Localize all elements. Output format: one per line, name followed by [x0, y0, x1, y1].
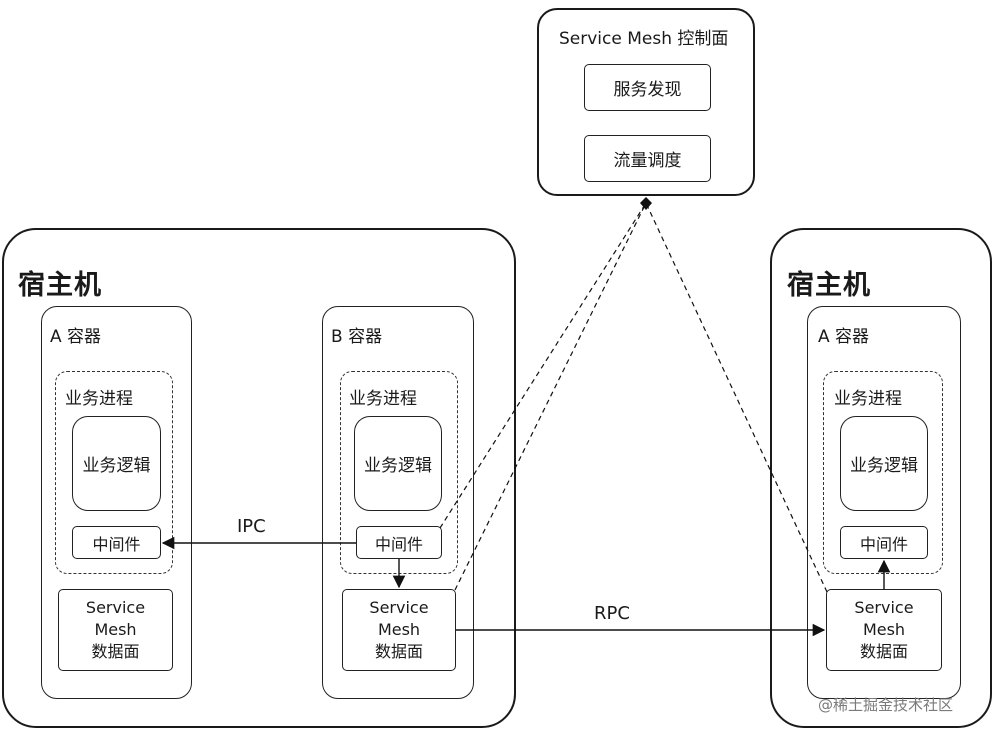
container-b-title: B 容器: [331, 327, 383, 347]
traffic-scheduling-box: 流量调度: [584, 135, 711, 182]
container-b-box: [322, 306, 474, 699]
data-plane-a-left-line3: 数据面: [91, 642, 140, 661]
host-right-box: [770, 228, 992, 728]
process-b-title: 业务进程: [349, 389, 417, 409]
data-plane-b-line2: Mesh: [377, 620, 421, 639]
logic-a-right-box: 业务逻辑: [840, 416, 928, 511]
process-a-right-box: [823, 371, 943, 574]
data-plane-a-right-line2: Mesh: [862, 620, 906, 639]
logic-a-left-box: 业务逻辑: [72, 416, 161, 511]
control-plane-box: [537, 8, 755, 196]
control-link-b-dataplane: [454, 202, 647, 591]
host-right-title: 宿主机: [787, 270, 871, 301]
host-left-box: [2, 228, 516, 728]
middleware-b-box: 中间件: [356, 526, 442, 559]
ipc-label: IPC: [237, 516, 266, 537]
logic-b-box: 业务逻辑: [354, 416, 442, 511]
data-plane-a-left-box: Service Mesh 数据面: [58, 589, 173, 671]
service-discovery-box: 服务发现: [584, 64, 711, 111]
control-plane-title: Service Mesh 控制面: [559, 29, 729, 49]
data-plane-b-line3: 数据面: [374, 642, 423, 661]
container-a-right-box: [807, 306, 961, 699]
control-link-b-middleware: [439, 202, 647, 529]
data-plane-a-left-line1: Service: [85, 598, 146, 617]
process-a-left-box: [55, 371, 173, 574]
container-a-left-title: A 容器: [50, 327, 102, 347]
data-plane-a-right-line1: Service: [854, 598, 914, 617]
data-plane-b-line1: Service: [369, 598, 429, 617]
data-plane-b-box: Service Mesh 数据面: [342, 589, 456, 671]
process-a-left-title: 业务进程: [65, 389, 133, 409]
data-plane-a-right-box: Service Mesh 数据面: [826, 589, 942, 671]
data-plane-a-right-line3: 数据面: [859, 642, 908, 661]
container-a-right-title: A 容器: [818, 327, 870, 347]
watermark-text: @稀土掘金技术社区: [818, 696, 954, 714]
container-a-left-box: [41, 306, 192, 699]
data-plane-a-left-line2: Mesh: [94, 620, 137, 639]
middleware-a-left-box: 中间件: [72, 526, 161, 559]
process-a-right-title: 业务进程: [834, 389, 902, 409]
host-left-title: 宿主机: [18, 270, 102, 301]
rpc-label: RPC: [594, 603, 630, 624]
control-link-right-dataplane: [645, 202, 828, 593]
middleware-a-right-box: 中间件: [840, 526, 928, 559]
control-plane-connector-diamond: [640, 197, 652, 210]
